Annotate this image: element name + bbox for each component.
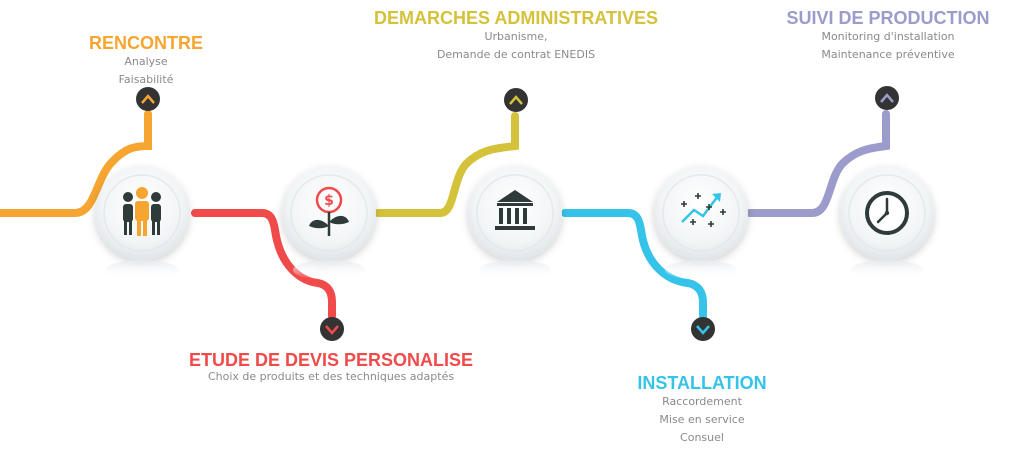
- step-detail: Faisabilité: [118, 73, 174, 86]
- step-label-demarches: DEMARCHES ADMINISTRATIVES Urbanisme, Dem…: [356, 8, 676, 64]
- clock-icon: [865, 191, 909, 235]
- connector-2: [191, 209, 336, 320]
- chevron-down-icon: [691, 317, 715, 341]
- people-icon: [123, 187, 161, 236]
- step-detail: Monitoring d'installation: [821, 30, 955, 43]
- bank-icon: [495, 190, 535, 230]
- step-label-suivi: SUIVI DE PRODUCTION Monitoring d'install…: [778, 8, 998, 64]
- step-title: ETUDE DE DEVIS PERSONALISE: [188, 350, 474, 370]
- step-detail: Raccordement: [662, 395, 742, 408]
- step-detail: Mise en service: [659, 413, 745, 426]
- step-label-etude: ETUDE DE DEVIS PERSONALISE Choix de prod…: [171, 350, 491, 386]
- step-detail: Demande de contrat ENEDIS: [436, 48, 596, 61]
- step-title: SUIVI DE PRODUCTION: [786, 8, 990, 28]
- step-detail: Analyse: [124, 55, 168, 68]
- connector-5: [746, 110, 890, 217]
- chevron-up-icon: [136, 87, 160, 111]
- connector-lines: [0, 110, 890, 320]
- connector-3: [374, 112, 519, 217]
- step-detail: Choix de produits et des techniques adap…: [207, 370, 455, 383]
- step-detail: Consuel: [680, 431, 724, 444]
- step-circle-1: [95, 166, 189, 280]
- step-circles: [95, 166, 934, 280]
- step-title: INSTALLATION: [637, 373, 767, 393]
- svg-text:$: $: [324, 193, 334, 209]
- connector-1: [0, 110, 152, 217]
- step-label-installation: INSTALLATION Raccordement Mise en servic…: [602, 373, 802, 447]
- chevron-up-icon: [875, 86, 899, 110]
- money-plant-icon: $: [309, 186, 349, 236]
- step-label-rencontre: RENCONTRE Analyse Faisabilité: [66, 33, 226, 89]
- chevron-down-icon: [320, 317, 344, 341]
- step-title: RENCONTRE: [88, 33, 203, 53]
- growth-chart-icon: [681, 193, 726, 227]
- step-circle-4: [654, 166, 748, 280]
- step-detail: Urbanisme,: [484, 30, 548, 43]
- connector-4: [561, 209, 707, 320]
- step-title: DEMARCHES ADMINISTRATIVES: [373, 8, 658, 28]
- step-detail: Maintenance préventive: [821, 48, 955, 61]
- chevron-up-icon: [504, 88, 528, 112]
